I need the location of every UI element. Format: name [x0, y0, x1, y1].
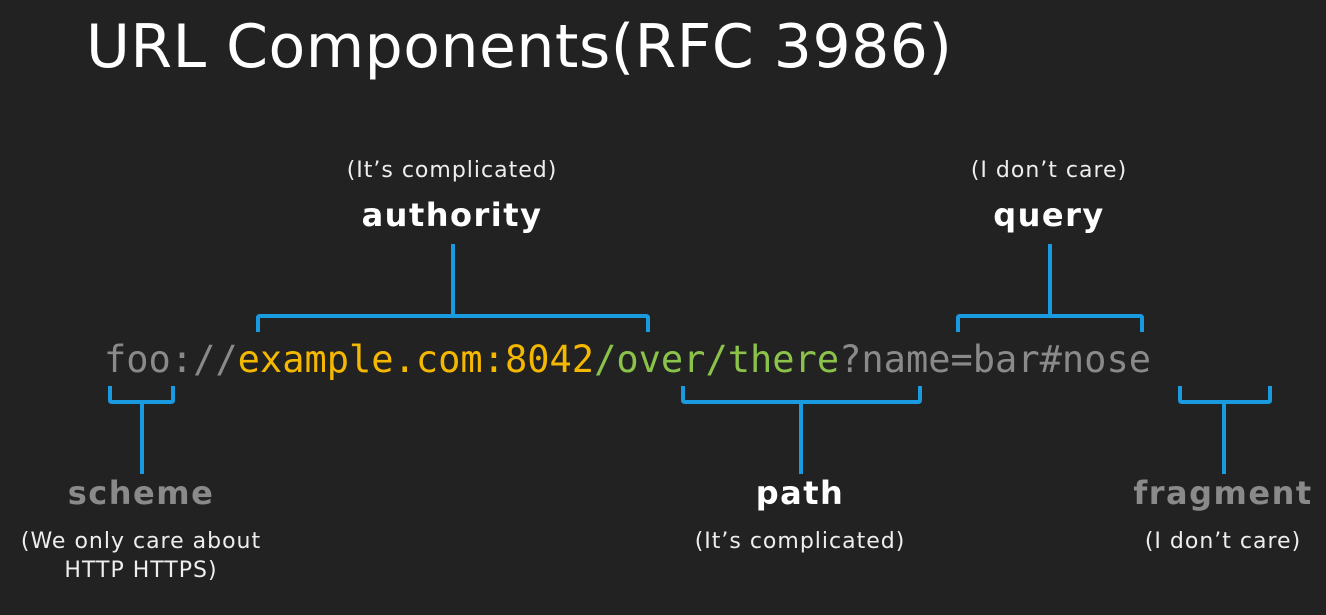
scheme-bracket: [108, 386, 175, 474]
url-path: /over/there: [594, 338, 840, 381]
path-label: path: [755, 474, 845, 512]
scheme-note-line1: (We only care about: [20, 529, 262, 554]
fragment-bracket: [1178, 386, 1272, 474]
authority-bracket: [256, 244, 650, 332]
authority-note: (It’s complicated): [346, 158, 558, 183]
page-title: URL Components(RFC 3986): [86, 12, 953, 82]
query-label: query: [993, 196, 1105, 234]
url-authority: example.com:8042: [237, 338, 595, 381]
url-query-mark: ?: [839, 338, 862, 381]
scheme-note: (We only care about HTTP HTTPS): [21, 527, 261, 585]
fragment-note: (I don’t care): [1144, 529, 1302, 554]
fragment-label: fragment: [1133, 474, 1313, 512]
path-note: (It’s complicated): [694, 529, 906, 554]
scheme-label: scheme: [67, 474, 215, 512]
authority-label: authority: [361, 196, 543, 234]
url-example: foo://example.com:8042/over/there?name=b…: [104, 336, 1151, 384]
scheme-note-line2: HTTP HTTPS): [64, 558, 218, 583]
url-fragment-mark: #: [1039, 338, 1062, 381]
path-bracket: [681, 386, 922, 474]
query-bracket: [956, 244, 1144, 332]
query-note: (I don’t care): [970, 158, 1128, 183]
url-query: name=bar: [861, 338, 1040, 381]
url-scheme-separator: ://: [170, 338, 238, 381]
url-fragment: nose: [1061, 338, 1152, 381]
url-scheme: foo: [104, 338, 171, 381]
